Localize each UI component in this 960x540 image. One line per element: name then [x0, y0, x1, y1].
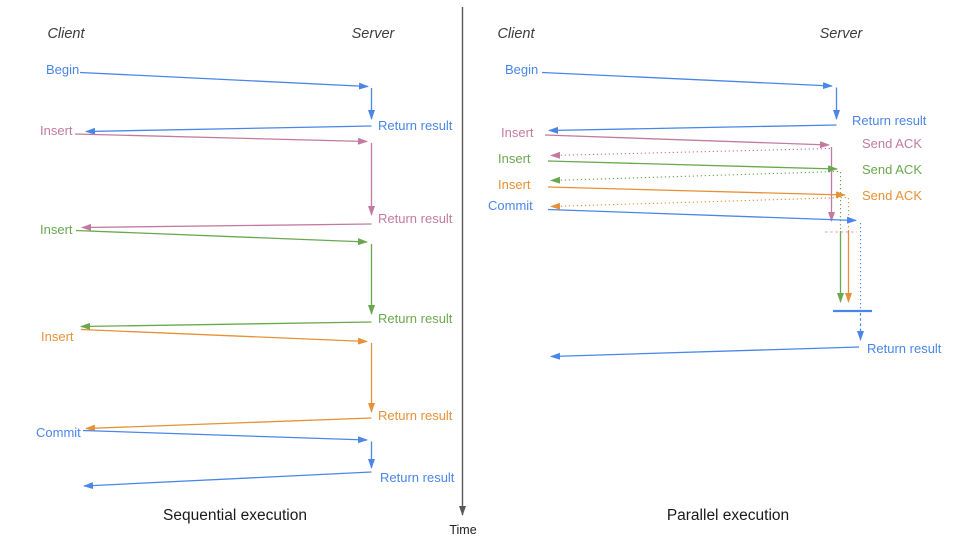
message-label: Insert	[41, 329, 74, 344]
request-arrow	[547, 160, 838, 173]
seq-message-commit: Commit Return result	[36, 425, 455, 490]
message-label: Insert	[498, 177, 531, 192]
response-label: Return result	[378, 211, 453, 226]
ack-label: Send ACK	[862, 162, 922, 177]
par-final-return: Return result	[550, 309, 942, 360]
request-arrow	[74, 133, 368, 145]
response-arrow	[80, 321, 372, 330]
ack-label: Send ACK	[862, 188, 922, 203]
message-label: Insert	[498, 151, 531, 166]
request-arrow	[80, 328, 368, 345]
response-arrow	[81, 223, 372, 231]
response-label: Return result	[380, 470, 455, 485]
response-arrow	[550, 346, 860, 360]
response-label: Return result	[378, 408, 453, 423]
seq-message-insert-1: Insert Return result	[40, 123, 453, 231]
response-label: Return result	[378, 311, 453, 326]
panel-title: Parallel execution	[667, 507, 789, 524]
response-label: Return result	[867, 341, 942, 356]
sequential-panel: Client Server Begin Return result Insert…	[36, 26, 455, 524]
seq-message-begin: Begin Return result	[46, 62, 453, 135]
message-label: Begin	[505, 62, 538, 77]
server-header: Server	[352, 26, 396, 42]
ack-arrow-dotted	[550, 147, 831, 159]
ack-label: Send ACK	[862, 136, 922, 151]
ack-arrow-dotted	[550, 196, 847, 210]
time-axis-label: Time	[449, 523, 476, 537]
message-label: Begin	[46, 62, 79, 77]
request-arrow	[541, 71, 833, 90]
time-axis: Time	[449, 7, 477, 537]
client-header: Client	[47, 26, 85, 42]
message-label: Insert	[40, 222, 73, 237]
response-arrow	[83, 471, 372, 490]
response-label: Return result	[852, 113, 927, 128]
seq-message-insert-3: Insert Return result	[41, 328, 453, 432]
client-header: Client	[497, 26, 535, 42]
request-arrow	[79, 71, 369, 90]
response-arrow	[85, 417, 372, 432]
response-label: Return result	[378, 118, 453, 133]
response-arrow	[548, 124, 837, 134]
seq-message-insert-2: Insert Return result	[40, 222, 453, 330]
request-arrow	[547, 208, 857, 224]
message-label: Commit	[488, 198, 533, 213]
panel-title: Sequential execution	[163, 507, 307, 524]
message-label: Insert	[40, 123, 73, 138]
response-arrow	[85, 125, 372, 135]
parallel-panel: Client Server Begin Return result Insert…	[488, 26, 942, 524]
request-arrow	[544, 134, 830, 149]
message-label: Commit	[36, 425, 81, 440]
ack-arrow-dotted	[550, 170, 839, 184]
par-message-insert-1: Insert Send ACK	[501, 125, 922, 222]
par-message-insert-2: Insert Send ACK	[498, 151, 922, 303]
par-message-insert-3: Insert Send ACK	[498, 177, 922, 303]
par-message-commit: Commit	[488, 198, 862, 309]
par-message-begin: Begin Return result	[505, 62, 927, 134]
request-arrow	[547, 186, 846, 199]
server-header: Server	[820, 26, 864, 42]
message-label: Insert	[501, 125, 534, 140]
request-arrow	[75, 229, 368, 246]
request-arrow	[82, 429, 368, 444]
